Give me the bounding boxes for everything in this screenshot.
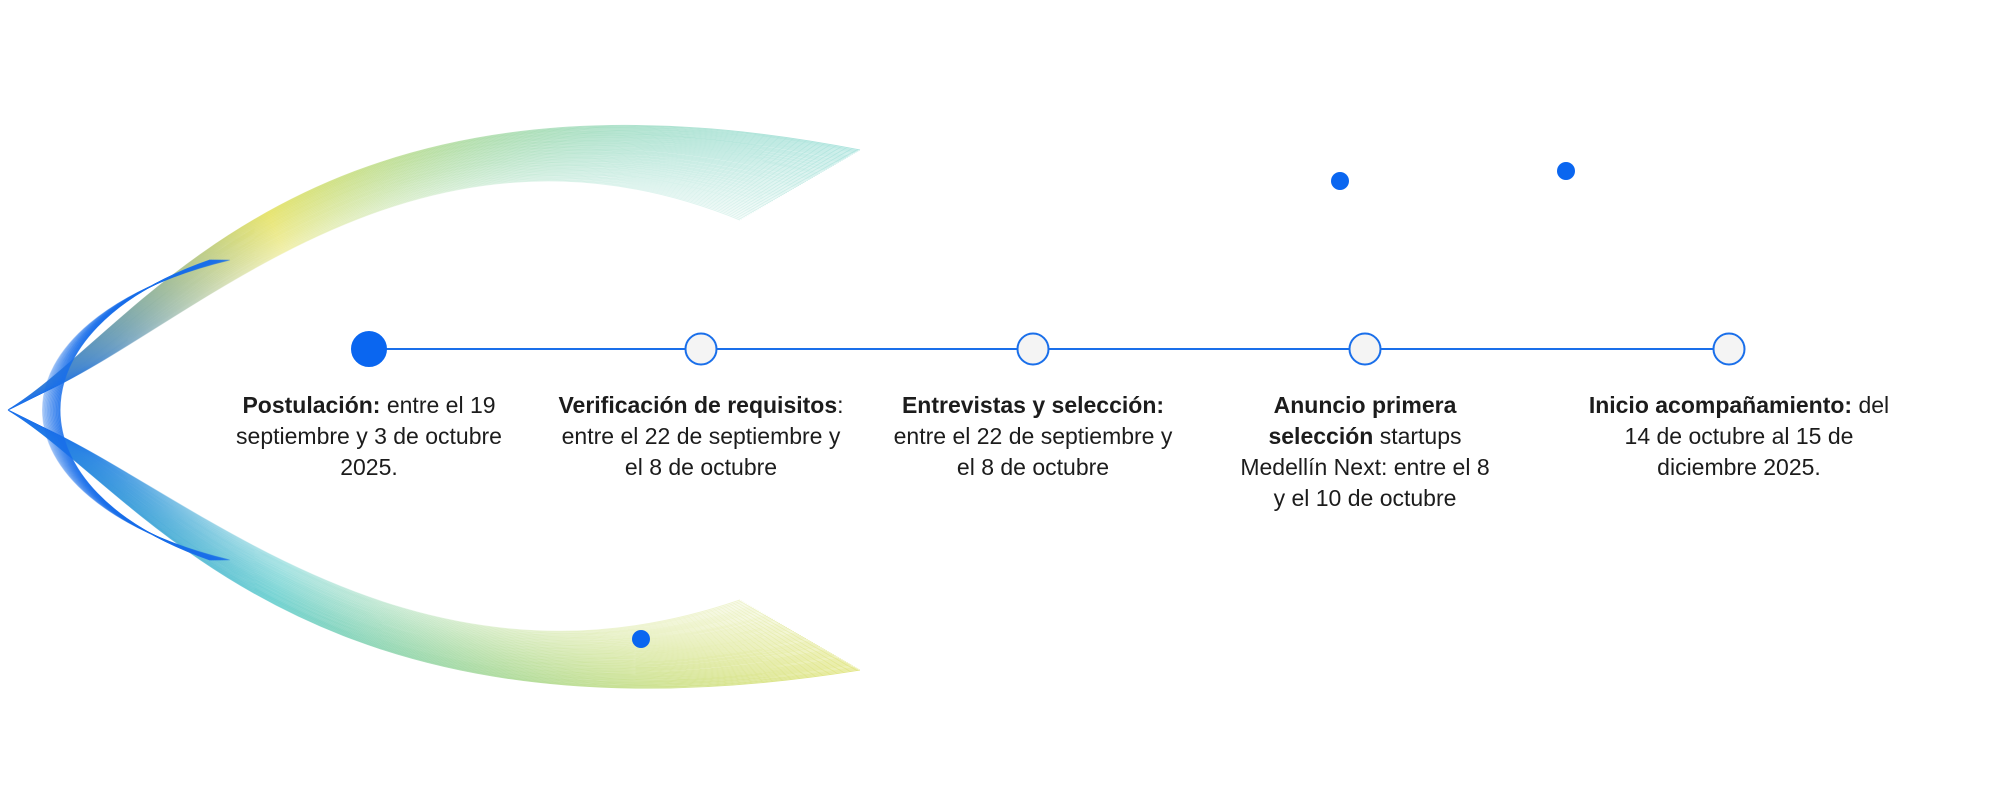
timeline-step-2-description: Verificación de requisitos: entre el 22 … <box>556 390 846 483</box>
timeline-node-step-5 <box>1712 332 1746 366</box>
timeline-step-1-description: Postulación: entre el 19 septiembre y 3 … <box>224 390 514 483</box>
decorative-dot <box>632 630 650 648</box>
step-2-title: Verificación de requisitos <box>558 392 838 418</box>
step-2-text: : entre el 22 de septiembre y el 8 de oc… <box>561 392 844 480</box>
step-4-title: Anuncio primera selección <box>1268 392 1457 449</box>
timeline-node-step-1 <box>351 331 387 367</box>
timeline-node-step-2 <box>684 332 718 366</box>
timeline-step-3-description: Entrevistas y selección: entre el 22 de … <box>888 390 1178 483</box>
step-1-title: Postulación: <box>242 392 381 418</box>
step-3-title: Entrevistas y selección: <box>901 392 1165 418</box>
decorative-dot <box>1557 162 1575 180</box>
decorative-dot <box>1331 172 1349 190</box>
timeline-node-step-3 <box>1016 332 1050 366</box>
timeline-node-step-4 <box>1348 332 1382 366</box>
step-5-title: Inicio acompañamiento: <box>1588 392 1853 418</box>
step-3-text: entre el 22 de septiembre y el 8 de octu… <box>893 423 1173 480</box>
timeline-step-4-description: Anuncio primera selección startups Medel… <box>1235 390 1495 514</box>
step-4-text: startups Medellín Next: entre el 8 y el … <box>1240 423 1490 511</box>
timeline-step-5-description: Inicio acompañamiento: del 14 de octubre… <box>1584 390 1894 483</box>
step-5-text: del 14 de octubre al 15 de diciembre 202… <box>1624 392 1890 480</box>
step-1-text: entre el 19 septiembre y 3 de octubre 20… <box>236 392 502 480</box>
